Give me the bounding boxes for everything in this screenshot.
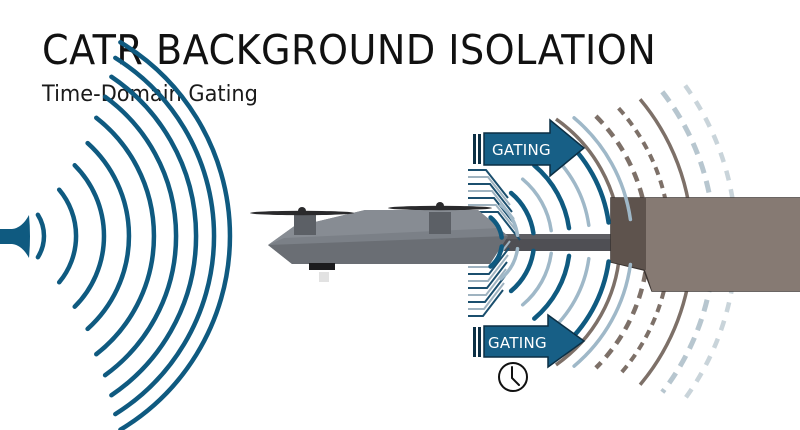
reflected-wavefront (683, 84, 739, 400)
gate-window-lines (468, 169, 521, 317)
incident-wavefront (85, 140, 132, 332)
incident-wavefront (109, 74, 199, 398)
motor-pod (429, 212, 451, 234)
gate-bracket-line (468, 268, 507, 296)
scattered-wavefront (572, 262, 633, 368)
incident-wavefront (56, 187, 79, 285)
scattered-wavefront (520, 177, 553, 233)
mount-block (610, 197, 800, 292)
scattered-wavefront (488, 244, 504, 269)
incident-wavefront (72, 163, 107, 309)
camera-payload (309, 263, 335, 270)
scattered-wavefront (488, 215, 504, 240)
gate-bracket-line (468, 254, 509, 282)
gating-label-lower: GATING (488, 334, 547, 352)
incident-wavefront (102, 94, 179, 378)
motor-pod (294, 215, 316, 235)
gate-bracket-line (468, 275, 506, 303)
gating-arrow-upper: GATING (473, 118, 586, 178)
gate-bracket-line (468, 261, 508, 289)
gate-bracket-line (468, 204, 519, 234)
rotor (250, 207, 354, 216)
page-subtitle: Time-Domain Gating (42, 82, 258, 107)
gating-arrow-lower: GATING (473, 313, 586, 369)
scattered-wavefront (520, 251, 553, 307)
scattered-wavefront (532, 163, 572, 231)
gate-bracket-line (468, 183, 513, 213)
incident-wavefront (94, 115, 157, 357)
drone (250, 202, 508, 282)
scattered-wavefront (499, 203, 520, 238)
scattered-wavefront (508, 248, 536, 294)
horn-antenna-icon (0, 215, 30, 258)
gating-label-upper: GATING (492, 141, 551, 159)
camera-lens (319, 272, 329, 282)
incident-wavefront (113, 55, 217, 417)
scattered-wavefront (572, 116, 633, 222)
scattered-wavefront (508, 190, 536, 236)
page-title: CATR BACKGROUND ISOLATION (42, 26, 657, 74)
rotor (388, 202, 492, 211)
gate-bracket-line (468, 247, 510, 275)
gate-bracket-line (468, 197, 517, 227)
scattered-wavefront (532, 253, 572, 321)
incident-wavefront (118, 40, 233, 430)
scattered-wavefront (499, 246, 520, 281)
incident-wavefronts (35, 40, 233, 430)
gate-bracket-line (468, 289, 504, 317)
gate-bracket-line (468, 169, 509, 199)
positioner-boom (480, 234, 620, 251)
gate-bracket-line (468, 176, 511, 206)
clock-icon (498, 362, 528, 392)
incident-wavefront (35, 212, 47, 260)
gate-bracket-line (468, 282, 505, 310)
